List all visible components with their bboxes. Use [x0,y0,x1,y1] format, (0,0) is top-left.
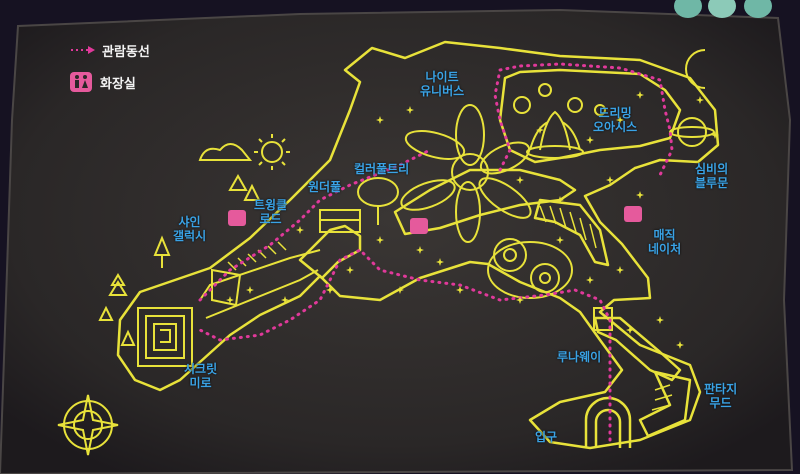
restroom-icon [70,72,92,92]
sparkle-icon [711,131,719,139]
tree-icon [319,177,399,233]
sparkle-icon [516,176,524,184]
sun-icon [254,134,290,170]
label-secret-maze: 시크릿 미로 [184,362,218,390]
sparkle-icon [616,116,624,124]
parchment-board [0,8,794,474]
sparkle-icon [536,126,544,134]
legend-restroom: 화장실 [70,70,150,94]
sparkle-icon [416,246,424,254]
compass-icon [57,394,119,456]
label-dreaming-oasis: 드리밍 오아시스 [593,106,638,134]
label-luna-way: 루나웨이 [557,350,602,364]
sparkle-icon [226,296,234,304]
sparkle-icon [396,286,404,294]
sparkle-icon [376,236,384,244]
label-entrance: 입구 [535,430,558,444]
sparkle-icon [346,266,354,274]
secret-maze [137,307,193,367]
restroom-icon [228,206,642,234]
sparkle-icon [656,316,664,324]
label-mystical-blue-moon: 심비의 블루문 [695,162,729,190]
sparkle-icon [696,96,704,104]
sparkle-icon [636,191,644,199]
sparkle-icon [246,286,254,294]
sparkle-icon [636,91,644,99]
gate-icon [584,396,632,448]
label-twinkle-road: 트윙클 로드 [254,198,288,226]
sparkle-icon [606,176,614,184]
sparkle-icon [676,341,684,349]
sparkle-icon [616,266,624,274]
sparkle-icon [586,136,594,144]
flower-icon [400,104,532,243]
sparkle-icon [556,236,564,244]
sparkle-icon [326,286,334,294]
sparkle-icon [516,296,524,304]
label-wonder-pool: 원더풀 [308,180,342,194]
route-arrow-icon [71,46,95,54]
sparkle-icon [376,116,384,124]
sparkle-icon [626,326,634,334]
lantern-decoration [674,0,772,18]
legend: 관람동선 화장실 [70,38,150,102]
sparkle-icon [436,258,444,266]
label-shine-galaxy: 샤인 갤럭시 [173,215,207,243]
legend-route: 관람동선 [70,38,150,62]
moon-icon [685,49,706,89]
fountain-icon [513,83,606,159]
legend-route-label: 관람동선 [102,44,150,60]
visitor-route [198,62,674,442]
blue-moon-planet [669,117,715,147]
label-colorful-tree: 컬러풀트리 [354,162,410,176]
sparkle-icon [456,286,464,294]
label-magic-nature: 매직 네이처 [648,228,682,256]
label-night-universe: 나이트 유니버스 [420,70,465,98]
legend-restroom-label: 화장실 [100,76,136,92]
magic-nature-flowers [487,238,573,299]
sparkle-icon [296,226,304,234]
tree-cluster [98,173,261,346]
sparkle-icon [556,196,564,204]
sparkles [226,91,719,349]
sparkle-icon [406,106,414,114]
sparkle-icon [281,296,289,304]
label-fantasy-wood: 판타지 무드 [704,382,738,410]
cloud-icon [198,143,253,161]
twinkle-road [199,249,321,319]
sparkle-icon [586,276,594,284]
